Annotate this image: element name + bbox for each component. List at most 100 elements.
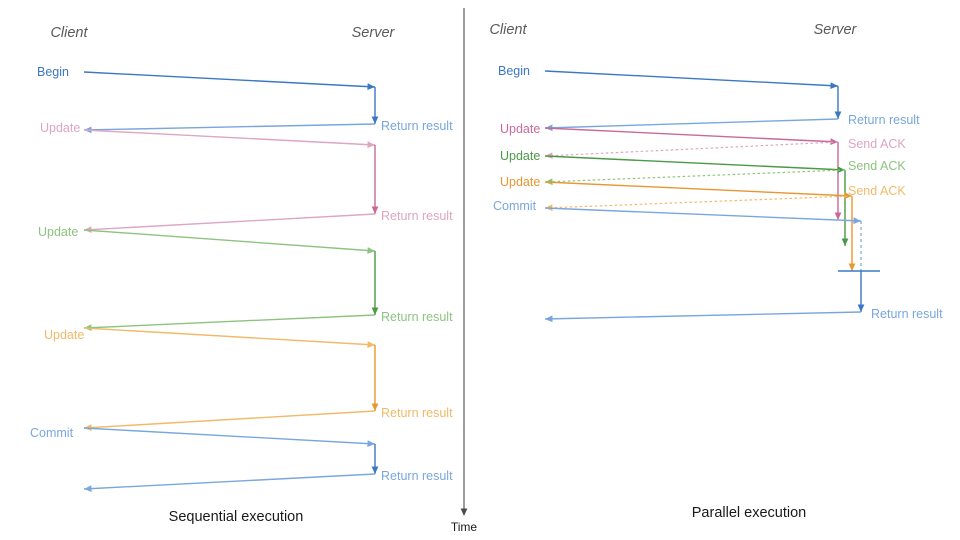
message-line [544,118,839,129]
message-line [83,314,376,329]
time-axis-arrowhead [460,508,468,516]
message-line [83,129,376,146]
message-label-update1-request: Update [40,121,80,135]
message-update3-server-span [371,345,379,411]
message-label-update1-return: Return result [381,209,453,223]
message-arrowhead [367,440,375,447]
message-label-begin-return: Return result [381,119,453,133]
span-arrowhead [834,212,842,220]
message-update2-request: Update [38,225,376,254]
message-commit-server-span [857,271,865,312]
message-line [544,169,846,183]
message-label-update1-request: Update [500,122,540,136]
message-line [544,127,839,143]
message-label-update3-ack: Send ACK [848,184,906,198]
message-line [83,229,376,252]
message-begin-return: Return result [83,119,453,134]
message-label-begin-request: Begin [37,65,69,79]
message-label-update2-return: Return result [381,310,453,324]
message-commit-server-span [371,444,379,474]
message-line [83,410,376,429]
message-label-begin-return: Return result [848,113,920,127]
lane-header-server: Server [814,22,858,38]
message-commit-request: Commit [30,426,376,447]
message-begin-return: Return result [544,113,920,132]
panel-caption-parallel: Parallel execution [692,505,806,521]
message-line [83,473,376,490]
message-label-update3-request: Update [44,328,84,342]
span-arrowhead [371,307,379,315]
message-line [544,70,839,87]
message-line [544,155,846,171]
time-axis-label: Time [451,520,478,534]
message-label-update3-request: Update [500,175,540,189]
span-arrowhead [857,304,865,312]
message-arrowhead [844,192,852,200]
span-arrowhead [848,263,856,271]
message-line [544,195,853,209]
message-label-begin-request: Begin [498,64,530,78]
message-arrowhead [853,217,861,225]
span-arrowhead [834,111,842,119]
message-label-update2-ack: Send ACK [848,159,906,173]
message-arrowhead [367,141,375,149]
message-label-update1-ack: Send ACK [848,137,906,151]
message-label-commit-return: Return result [871,307,943,321]
message-update3-request: Update [500,175,853,200]
message-update2-request: Update [500,149,846,174]
message-update2-ack-span [841,170,849,246]
lane-header-server: Server [352,25,396,41]
span-arrowhead [841,238,849,246]
message-arrowhead [84,485,92,493]
message-line [544,181,853,197]
message-update2-server-span [371,251,379,315]
message-arrowhead [837,166,845,174]
message-update3-return: Return result [83,406,453,431]
message-label-update2-request: Update [38,225,78,239]
message-update2-ack: Send ACK [544,159,906,186]
lane-header-client: Client [50,25,88,41]
message-line [83,123,376,131]
message-label-commit-request: Commit [30,426,74,440]
message-begin-server-span [834,86,842,119]
message-label-update2-request: Update [500,149,540,163]
message-label-update3-return: Return result [381,406,453,420]
message-update1-return: Return result [83,209,453,233]
message-arrowhead [545,315,553,323]
message-update3-request: Update [44,327,376,348]
message-label-commit-request: Commit [493,199,537,213]
message-arrowhead [367,247,375,254]
message-begin-request: Begin [37,65,376,91]
message-update3-ack-span [848,196,856,271]
message-line [83,213,376,231]
lane-header-client: Client [489,22,527,38]
message-begin-request: Begin [498,64,839,90]
message-line [83,71,376,88]
message-commit-return: Return result [83,469,453,493]
message-commit-return: Return result [544,307,943,323]
message-label-commit-return: Return result [381,469,453,483]
message-update2-return: Return result [83,310,453,332]
message-line [544,141,839,157]
message-line [544,207,862,222]
message-begin-server-span [371,87,379,124]
time-axis: Time [451,8,478,534]
span-arrowhead [371,116,379,124]
message-arrowhead [830,82,838,90]
panel-caption-sequential: Sequential execution [169,509,304,525]
message-update1-request: Update [40,121,376,149]
message-arrowhead [367,341,375,348]
span-arrowhead [371,403,379,411]
message-line [83,427,376,445]
span-arrowhead [371,466,379,474]
message-update1-request: Update [500,122,839,146]
message-update1-server-span [371,145,379,214]
message-commit-request: Commit [493,199,862,225]
span-arrowhead [371,206,379,214]
message-update1-ack-span [834,142,842,220]
message-line [544,311,862,320]
